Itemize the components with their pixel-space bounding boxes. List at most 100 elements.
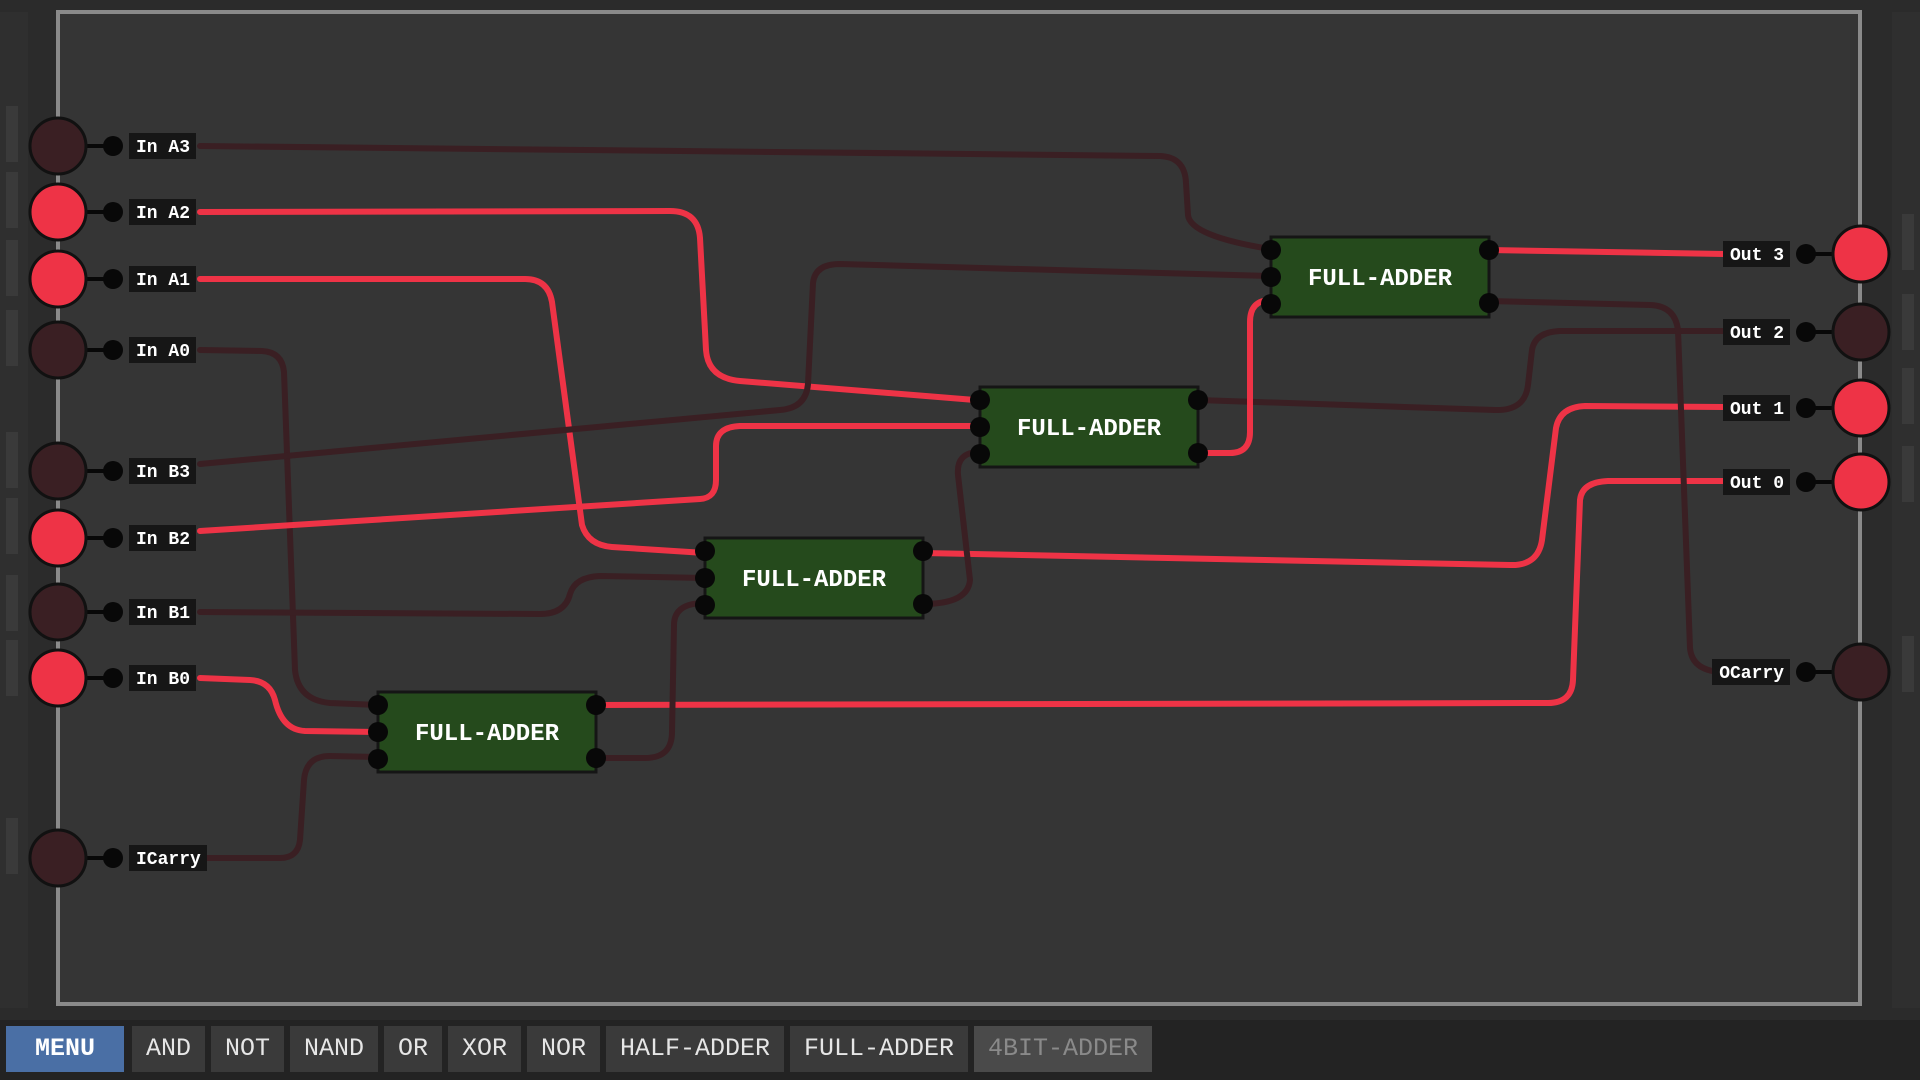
chip-output-pin[interactable] (1479, 293, 1499, 313)
chip-input-pin[interactable] (695, 595, 715, 615)
menu-button[interactable]: MENU (6, 1026, 124, 1072)
left-rail-tab (6, 498, 18, 554)
chip-body[interactable] (703, 536, 925, 620)
chip-input-pin[interactable] (368, 749, 388, 769)
chip-output-pin[interactable] (1188, 443, 1208, 463)
toolbar-item-nand[interactable]: NAND (290, 1026, 378, 1072)
input-in-b1: In B1 (28, 582, 196, 642)
input-pin[interactable] (103, 136, 123, 156)
chip-input-pin[interactable] (1261, 267, 1281, 287)
wire-fa4-carry-to-ocarry[interactable] (1486, 298, 1723, 675)
chip-input-pin[interactable] (970, 444, 990, 464)
chip-input-pin[interactable] (368, 722, 388, 742)
toolbar-item-full-adder[interactable]: FULL-ADDER (790, 1026, 968, 1072)
toolbar-item-or[interactable]: OR (384, 1026, 442, 1072)
input-label-bg (129, 599, 196, 625)
full-adder-chip-3[interactable]: FULL-ADDER (970, 385, 1208, 469)
output-pin[interactable] (1796, 398, 1816, 418)
wire-in-a1-to-fa2[interactable] (197, 276, 708, 556)
output-indicator-out-2 (1831, 302, 1891, 362)
input-label: ICarry (136, 850, 201, 870)
chip-output-pin[interactable] (586, 748, 606, 768)
wire-fa4-sum-to-out3[interactable] (1486, 247, 1727, 257)
input-toggle-icarry[interactable] (28, 828, 88, 888)
input-toggle-in-a1[interactable] (28, 249, 88, 309)
chip-output-pin[interactable] (586, 695, 606, 715)
chip-body[interactable] (376, 690, 598, 774)
wire-icarry-to-fa1[interactable] (197, 753, 381, 861)
wire-in-a0-to-fa1[interactable] (197, 347, 381, 708)
input-toggle-in-b3[interactable] (28, 441, 88, 501)
chip-layer: FULL-ADDER FULL-ADDER FULL-ADDER FULL-ADDER (368, 235, 1499, 774)
input-pin[interactable] (103, 269, 123, 289)
chip-input-pin[interactable] (970, 417, 990, 437)
input-toggle-in-a0[interactable] (28, 320, 88, 380)
input-pin[interactable] (103, 602, 123, 622)
output-indicator-out-1 (1831, 378, 1891, 438)
output-pin[interactable] (1796, 244, 1816, 264)
input-pin[interactable] (103, 202, 123, 222)
output-pin[interactable] (1796, 322, 1816, 342)
output-pin[interactable] (1796, 662, 1816, 682)
output-indicator-out-0 (1831, 452, 1891, 512)
toolbar-item-4bit-adder[interactable]: 4BIT-ADDER (974, 1026, 1152, 1072)
input-label-bg (129, 845, 207, 871)
full-adder-chip-1[interactable]: FULL-ADDER (368, 690, 606, 774)
right-rail-tab (1902, 636, 1914, 692)
wire-in-a2-to-fa3[interactable] (197, 208, 978, 403)
wire-in-b0-to-fa1[interactable] (197, 675, 381, 735)
wire-fa3-sum-to-out2[interactable] (1195, 328, 1727, 414)
output-out-2: Out 2 (1723, 302, 1891, 362)
left-rail-tab (6, 575, 18, 631)
input-toggle-in-b0[interactable] (28, 648, 88, 708)
full-adder-chip-4[interactable]: FULL-ADDER (1261, 235, 1499, 319)
chip-input-pin[interactable] (1261, 240, 1281, 260)
input-toggle-in-a2[interactable] (28, 182, 88, 242)
wire-fa1-sum-to-out0[interactable] (593, 478, 1727, 708)
toolbar-item-xor[interactable]: XOR (448, 1026, 521, 1072)
chip-output-pin[interactable] (1479, 240, 1499, 260)
wire-in-b3-to-fa4[interactable] (197, 261, 1273, 467)
input-toggle-in-b1[interactable] (28, 582, 88, 642)
toolbar-item-half-adder[interactable]: HALF-ADDER (606, 1026, 784, 1072)
right-rail-tab (1902, 368, 1914, 424)
wire-fa3-carry-to-fa4[interactable] (1195, 297, 1274, 456)
input-label: In B2 (136, 530, 190, 550)
chip-input-pin[interactable] (1261, 294, 1281, 314)
chip-output-pin[interactable] (1188, 390, 1208, 410)
full-adder-chip-2[interactable]: FULL-ADDER (695, 536, 933, 620)
wire-fa2-carry-to-fa3[interactable] (920, 449, 983, 607)
wire-in-b2-to-fa3[interactable] (197, 423, 983, 534)
chip-output-pin[interactable] (913, 594, 933, 614)
wire-fa1-carry-to-fa2[interactable] (593, 600, 708, 761)
wire-in-a3-to-fa4[interactable] (197, 143, 1273, 252)
input-in-a0: In A0 (28, 320, 196, 380)
input-label-bg (129, 133, 196, 159)
input-pin[interactable] (103, 461, 123, 481)
wire-in-b1-to-fa2[interactable] (197, 573, 708, 617)
chip-body[interactable] (978, 385, 1200, 469)
input-toggle-in-b2[interactable] (28, 508, 88, 568)
toolbar-item-and[interactable]: AND (132, 1026, 205, 1072)
input-label-bg (129, 665, 196, 691)
input-pin[interactable] (103, 848, 123, 868)
chip-input-pin[interactable] (970, 390, 990, 410)
input-pin[interactable] (103, 340, 123, 360)
input-pin[interactable] (103, 528, 123, 548)
wire-fa2-sum-to-out1[interactable] (920, 403, 1727, 569)
chip-input-pin[interactable] (368, 695, 388, 715)
output-indicator-out-3 (1831, 224, 1891, 284)
output-pin[interactable] (1796, 472, 1816, 492)
chip-body[interactable] (1269, 235, 1491, 319)
chip-input-pin[interactable] (695, 568, 715, 588)
chip-input-pin[interactable] (695, 541, 715, 561)
toolbar-item-not[interactable]: NOT (211, 1026, 284, 1072)
chip-output-pin[interactable] (913, 541, 933, 561)
right-rail-tab (1902, 294, 1914, 350)
left-rail-tab (6, 172, 18, 228)
toolbar-item-nor[interactable]: NOR (527, 1026, 600, 1072)
input-toggle-in-a3[interactable] (28, 116, 88, 176)
left-rail-tab (6, 818, 18, 874)
input-pin[interactable] (103, 668, 123, 688)
